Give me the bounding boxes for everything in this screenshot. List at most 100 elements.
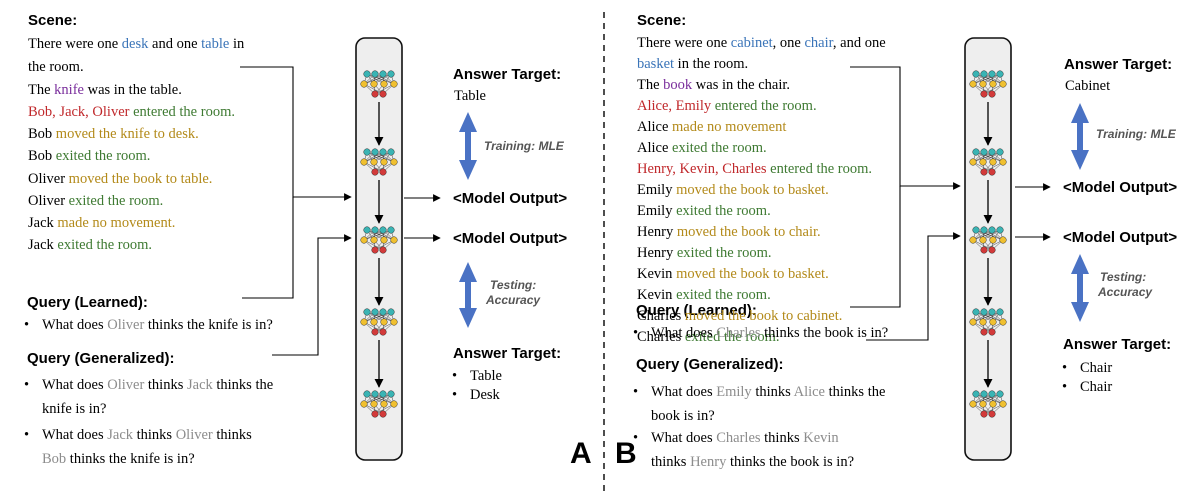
text-segment: Bob — [42, 451, 67, 467]
text-segment: exited the room. — [68, 193, 164, 209]
panel-letter-b: B — [615, 437, 637, 470]
text-segment: Henry — [690, 454, 727, 470]
text-segment: What does — [42, 427, 108, 443]
net-edge — [983, 403, 1004, 415]
scene-line: The book was in the chair. — [637, 76, 790, 94]
text-segment: thinks the — [212, 377, 274, 393]
net-node — [996, 308, 1004, 316]
query-generalized-line: •What does Charles thinks Kevin — [633, 428, 839, 448]
net-node — [363, 390, 371, 398]
net-edge — [363, 151, 392, 163]
text-segment: Oliver — [175, 427, 213, 443]
net-edge — [972, 83, 993, 95]
text-segment: thinks the knife is in? — [144, 317, 273, 333]
net-node — [379, 148, 387, 156]
text-segment: moved the book to table. — [68, 171, 213, 187]
text-segment: Bob — [28, 126, 56, 142]
net-node — [380, 318, 388, 326]
bullet-dot: • — [633, 325, 639, 341]
net-node — [379, 246, 387, 254]
testing-label-b-2: Accuracy — [1098, 285, 1153, 299]
network-icon — [360, 308, 398, 336]
bullet-dot: • — [1062, 379, 1068, 395]
network-icon — [969, 148, 1007, 176]
text-segment: knife — [54, 82, 84, 98]
answer-target-item: •Chair — [1062, 358, 1112, 378]
net-edge — [983, 161, 1004, 173]
net-node — [363, 148, 371, 156]
text-segment: thinks — [133, 427, 176, 443]
text-segment: Charles — [637, 329, 685, 345]
net-node — [989, 318, 997, 326]
net-edge — [972, 239, 993, 251]
scene-line: There were one desk and one table in — [28, 35, 244, 53]
text-segment: exited the room. — [57, 237, 153, 253]
net-edge — [374, 239, 395, 251]
net-node — [989, 158, 997, 166]
answer-target-b-top: Cabinet — [1065, 78, 1111, 94]
text-segment: thinks the book is in? — [726, 454, 855, 470]
net-edge — [374, 161, 395, 173]
training-label-a: Training: MLE — [484, 139, 564, 153]
net-node — [988, 390, 996, 398]
net-node — [989, 80, 997, 88]
net-node — [371, 90, 379, 98]
net-edge — [972, 73, 1001, 85]
net-edge — [972, 311, 993, 323]
connector-b-generalized — [866, 232, 961, 341]
text-segment: exited the room. — [684, 329, 780, 345]
text-segment: Charles — [716, 430, 761, 446]
net-node — [988, 246, 996, 254]
query-generalized-line: thinks Henry thinks the book is in? — [633, 452, 854, 472]
net-node — [379, 226, 387, 234]
answer-target-text: Table — [470, 368, 502, 384]
bullet-dot: • — [24, 427, 30, 443]
text-segment: book is in? — [651, 408, 715, 424]
net-node — [996, 390, 1004, 398]
scene-line: Henry moved the book to chair. — [637, 223, 821, 241]
net-edge — [972, 229, 993, 241]
scene-line: Emily exited the room. — [637, 202, 771, 220]
net-node — [380, 80, 388, 88]
net-node — [360, 400, 368, 408]
net-edge — [983, 393, 1004, 405]
text-segment: thinks — [651, 454, 691, 470]
text-segment: What does — [42, 317, 108, 333]
net-node — [363, 226, 371, 234]
net-node — [370, 236, 378, 244]
scene-line: Kevin moved the book to basket. — [637, 265, 829, 283]
scene-line: Bob, Jack, Oliver entered the room. — [28, 103, 235, 121]
text-segment: in the room. — [674, 56, 749, 72]
net-edge — [972, 321, 993, 333]
text-segment: Alice — [793, 384, 825, 400]
net-node — [969, 158, 977, 166]
net-edge — [366, 151, 395, 163]
query-generalized-line: •What does Jack thinks Oliver thinks — [24, 425, 252, 445]
model-output-b-2: <Model Output> — [1063, 229, 1178, 246]
net-node — [379, 328, 387, 336]
network-icon — [969, 308, 1007, 336]
text-segment: Kevin — [637, 266, 677, 282]
text-segment: Alice — [637, 119, 673, 135]
net-edge — [972, 393, 1001, 405]
net-edge — [374, 229, 395, 241]
net-node — [980, 168, 988, 176]
text-segment: Henry, Kevin, Charles — [637, 161, 767, 177]
bullet-dot: • — [633, 430, 639, 446]
text-segment: book — [663, 77, 693, 93]
net-node — [370, 318, 378, 326]
scene-title-a: Scene: — [28, 12, 78, 29]
net-node — [979, 158, 987, 166]
net-node — [999, 400, 1007, 408]
net-node — [371, 246, 379, 254]
text-segment: moved the book to basket. — [676, 266, 829, 282]
net-node — [379, 70, 387, 78]
net-node — [989, 400, 997, 408]
text-segment: Charles — [716, 325, 761, 341]
net-edge — [975, 151, 1004, 163]
net-node — [988, 226, 996, 234]
text-segment: thinks — [212, 427, 252, 443]
query-generalized-title-a: Query (Generalized): — [27, 350, 175, 367]
net-edge — [972, 311, 1001, 323]
text-segment: the room. — [28, 59, 84, 75]
